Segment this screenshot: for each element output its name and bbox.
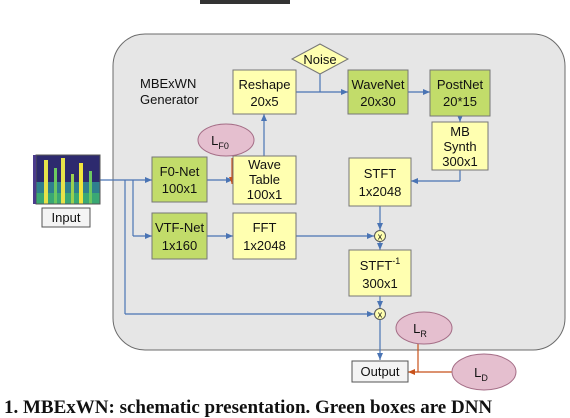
noise-block [290, 43, 350, 75]
fft-block [232, 212, 297, 260]
wave-table-block [232, 155, 297, 205]
loss-d-label: LD [474, 365, 488, 383]
loss-d-ellipse [451, 353, 517, 391]
reshape-label: Reshape [238, 77, 290, 92]
postnet-block [429, 69, 491, 117]
wave-table-label-2: Table [249, 172, 280, 187]
mb-synth-label-1: MB [450, 124, 470, 139]
wave-table-size: 100x1 [247, 187, 282, 202]
stft-size: 1x2048 [359, 184, 402, 199]
mb-synth-block [431, 121, 489, 171]
fft-label: FFT [253, 220, 277, 235]
stft-label: STFT [364, 166, 397, 181]
spectrogram-image [33, 154, 101, 205]
vtf-net-size: 1x160 [162, 238, 197, 253]
f0-net-block [151, 156, 208, 203]
wavenet-size: 20x30 [360, 94, 395, 109]
connectors [100, 74, 463, 360]
loss-r-ellipse [395, 311, 453, 345]
fft-size: 1x2048 [243, 238, 286, 253]
vtf-net-block [151, 212, 208, 260]
output-label: Output [360, 364, 399, 379]
wavenet-block [347, 69, 409, 115]
multiply-node-spectral [374, 230, 386, 242]
istft-block [348, 249, 412, 297]
figure-caption: 1. MBExWN: schematic presentation. Green… [4, 397, 492, 418]
multiply-node-output [374, 308, 386, 320]
vtf-net-label: VTF-Net [155, 220, 205, 235]
loss-r-label: LR [413, 321, 427, 339]
istft-size: 300x1 [362, 276, 397, 291]
multiply-symbol-2: x [378, 310, 383, 320]
reshape-size: 20x5 [250, 94, 278, 109]
output-box [351, 360, 409, 383]
loss-f0-ellipse [197, 123, 255, 157]
noise-label: Noise [303, 52, 336, 67]
loss-f0-label: LF0 [211, 133, 229, 151]
input-box [41, 207, 91, 228]
reshape-block [232, 69, 297, 115]
f0-net-label: F0-Net [160, 164, 200, 179]
postnet-size: 20*15 [443, 94, 477, 109]
mb-synth-label-2: Synth [443, 139, 476, 154]
wavenet-label: WaveNet [352, 77, 405, 92]
istft-label: STFT-1 [360, 256, 401, 273]
mb-synth-size: 300x1 [442, 154, 477, 169]
loss-connectors [229, 158, 456, 375]
postnet-label: PostNet [437, 77, 484, 92]
f0-net-size: 100x1 [162, 181, 197, 196]
generator-subtitle: Generator [140, 92, 199, 107]
multiply-symbol-1: x [378, 232, 383, 242]
input-label: Input [52, 210, 81, 225]
cropped-text-fragment [200, 0, 290, 4]
generator-title: MBExWN [140, 76, 196, 91]
wave-table-label-1: Wave [248, 157, 281, 172]
stft-block [348, 157, 412, 207]
